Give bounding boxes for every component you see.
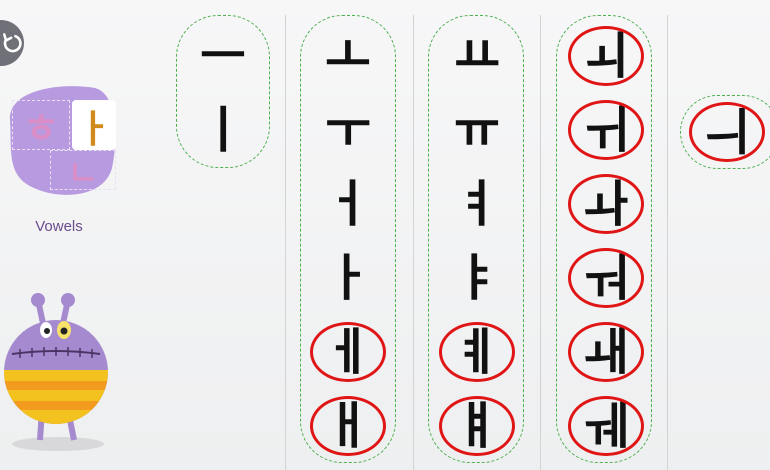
vowel-card[interactable]: ㅗ: [325, 27, 371, 85]
vowel-group-w: [556, 15, 652, 463]
vowel-card[interactable]: ㅔ: [310, 322, 386, 382]
vowel-card[interactable]: ㅠ: [454, 101, 500, 159]
tile-hieut: ㅎ: [12, 100, 70, 152]
vowel-card[interactable]: ㅟ: [568, 100, 644, 160]
vowel-card[interactable]: ㅝ: [568, 248, 644, 308]
monster-character: [4, 293, 108, 451]
vowel-card[interactable]: ㅣ: [200, 101, 246, 159]
vowels-menu-button[interactable]: ㅎ ㅏ ㄴ: [0, 80, 118, 245]
vowel-card[interactable]: ㅘ: [568, 174, 644, 234]
vowel-card[interactable]: ㅐ: [310, 396, 386, 456]
vowel-card[interactable]: ㅜ: [325, 101, 371, 159]
vowel-card[interactable]: ㅑ: [454, 249, 500, 307]
vowel-card[interactable]: ㅙ: [568, 322, 644, 382]
vowel-card[interactable]: ㅞ: [568, 396, 644, 456]
back-button[interactable]: [0, 20, 24, 66]
vowel-card[interactable]: ㅡ: [200, 27, 246, 85]
vowel-group-simple: [300, 15, 396, 463]
vowel-card[interactable]: ㅢ: [689, 102, 765, 162]
tile-nieun: ㄴ: [50, 150, 116, 194]
vowel-group-y: [428, 15, 524, 463]
vowel-card[interactable]: ㅖ: [439, 322, 515, 382]
vowel-card[interactable]: ㅕ: [454, 175, 500, 233]
vowel-card[interactable]: ㅛ: [454, 27, 500, 85]
vowel-card[interactable]: ㅚ: [568, 26, 644, 86]
back-arrow-icon: [3, 33, 22, 53]
vowel-card[interactable]: ㅓ: [325, 175, 371, 233]
vowel-group-ui: [680, 95, 770, 169]
column-separator: [667, 15, 668, 470]
vowel-card[interactable]: ㅏ: [325, 249, 371, 307]
vowel-group-basic: [176, 15, 270, 168]
column-separator: [540, 15, 541, 470]
tile-a: ㅏ: [72, 100, 116, 151]
vowels-label: Vowels: [35, 218, 83, 235]
vowel-card[interactable]: ㅒ: [439, 396, 515, 456]
column-separator: [413, 15, 414, 470]
column-separator: [285, 15, 286, 470]
